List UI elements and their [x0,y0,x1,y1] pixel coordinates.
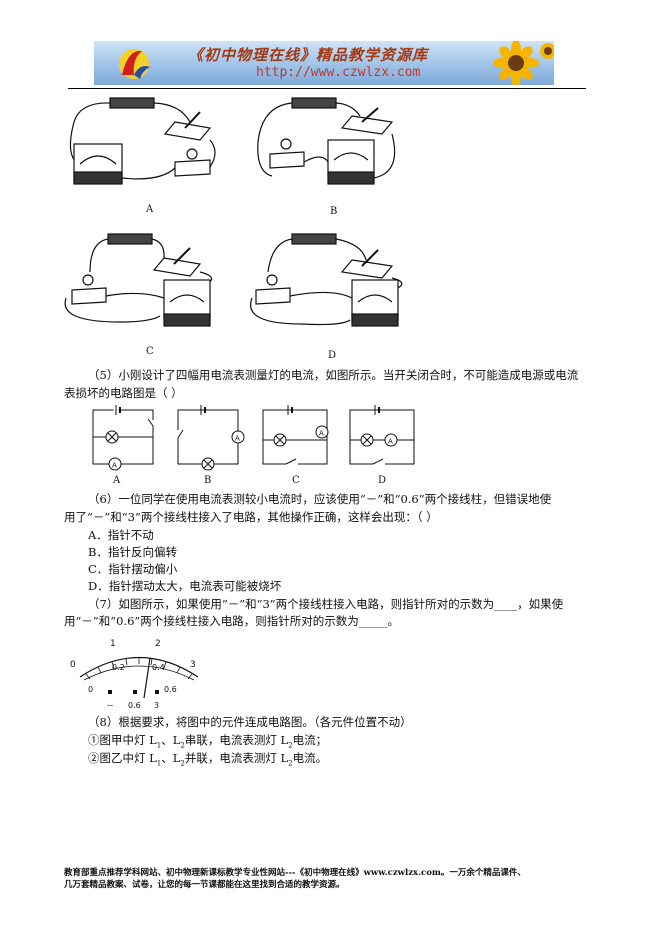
figure-label-b: B [330,206,338,217]
q6-option-b: B．指针反向偏转 [88,545,177,559]
dial-upper-1: 1 [110,639,116,649]
dial-lower-0: 0 [88,685,93,694]
header-divider [68,88,586,89]
q5-meter-c: A [319,430,324,438]
q8-item2: ②图乙中灯 L1、L2并联，电流表测灯 L2电流。 [88,751,328,768]
q5-line2: 表损坏的电路图是（ ） [64,386,183,400]
q6-option-a: A．指针不动 [88,528,154,542]
figure-label-d: D [328,350,337,361]
q8-item1: ①图甲中灯 L1、L2串联，电流表测灯 L2电流； [88,733,328,750]
q6-option-c: C．指针摆动偏小 [88,562,178,576]
footer-line2: 几万套精品教案、试卷，让您的每一节课都能在这里找到合适的教学资源。 [64,880,345,890]
circuit-panel-d [250,233,403,327]
circuit-panel-b [257,97,396,185]
header-url[interactable]: http://www.czwlzx.com [256,65,421,80]
q5-label-b: B [204,475,212,486]
q5-label-d: D [378,475,387,486]
q5-line1: （5）小刚设计了四幅用电流表测量灯的电流，如图所示。当开关闭合时，不可能造成电源… [88,368,579,382]
q5-diagram-c [262,405,329,466]
q5-diagram-b [176,405,245,471]
q5-meter-a: A [112,462,117,470]
dial-upper-3: 3 [190,660,196,670]
dial-lower-3: 0.6 [164,685,177,694]
q6-line1: （6）一位同学在使用电流表测较小电流时，应该使用“－”和“0.6”两个接线柱，但… [88,492,552,506]
q5-meter-d: A [388,438,393,446]
circuit-figure-abcd [64,97,403,327]
dial-upper-0: 0 [70,660,76,670]
dial-lower-1: 0.2 [112,663,125,672]
header-banner: 《初中物理在线》精品教学资源库 http://www.czwlzx.com [94,41,554,85]
header-title: 《初中物理在线》精品教学资源库 [188,46,429,64]
dial-upper-2: 2 [155,639,161,649]
sunflower-icon [493,41,554,85]
logo-icon [119,49,150,79]
q5-label-a: A [113,475,121,486]
ammeter-dial: 0 1 2 3 0 0.2 0.4 0.6 － 0.6 3 [70,639,199,710]
footer-line1: 教育部重点推荐学科网站、初中物理新课标教学专业性网站---《初中物理在线》www… [64,868,526,878]
q7-line2: 用“－”和“0.6”两个接线柱接入电路，则指针所对的示数为_____。 [64,614,400,628]
q6-option-d: D．指针摆动太大，电流表可能被烧坏 [88,579,282,593]
figure-label-a: A [146,204,154,215]
q5-circuit-diagrams: A A A A [92,405,415,471]
q7-line1: （7）如图所示，如果使用“－”和“3”两个接线柱接入电路，则指针所对的示数为__… [88,597,564,611]
figure-label-c: C [146,346,154,357]
dial-needle [143,657,151,699]
q5-meter-b: A [235,435,240,443]
q5-label-c: C [292,475,300,486]
dial-lower-2: 0.4 [152,663,165,672]
q8-line1: （8）根据要求，将图中的元件连成电路图。（各元件位置不动） [88,715,412,729]
dial-terminal-neg: － [106,701,114,710]
circuit-panel-a [69,97,216,185]
q5-diagram-d [349,405,415,466]
q5-diagram-a [92,405,155,471]
circuit-panel-c [64,233,213,327]
dial-terminal-06: 0.6 [128,701,141,710]
dial-terminal-3: 3 [154,701,159,710]
q6-line2: 用了“－”和“3”两个接线柱接入了电路，其他操作正确，这样会出现：（ ） [64,510,438,524]
